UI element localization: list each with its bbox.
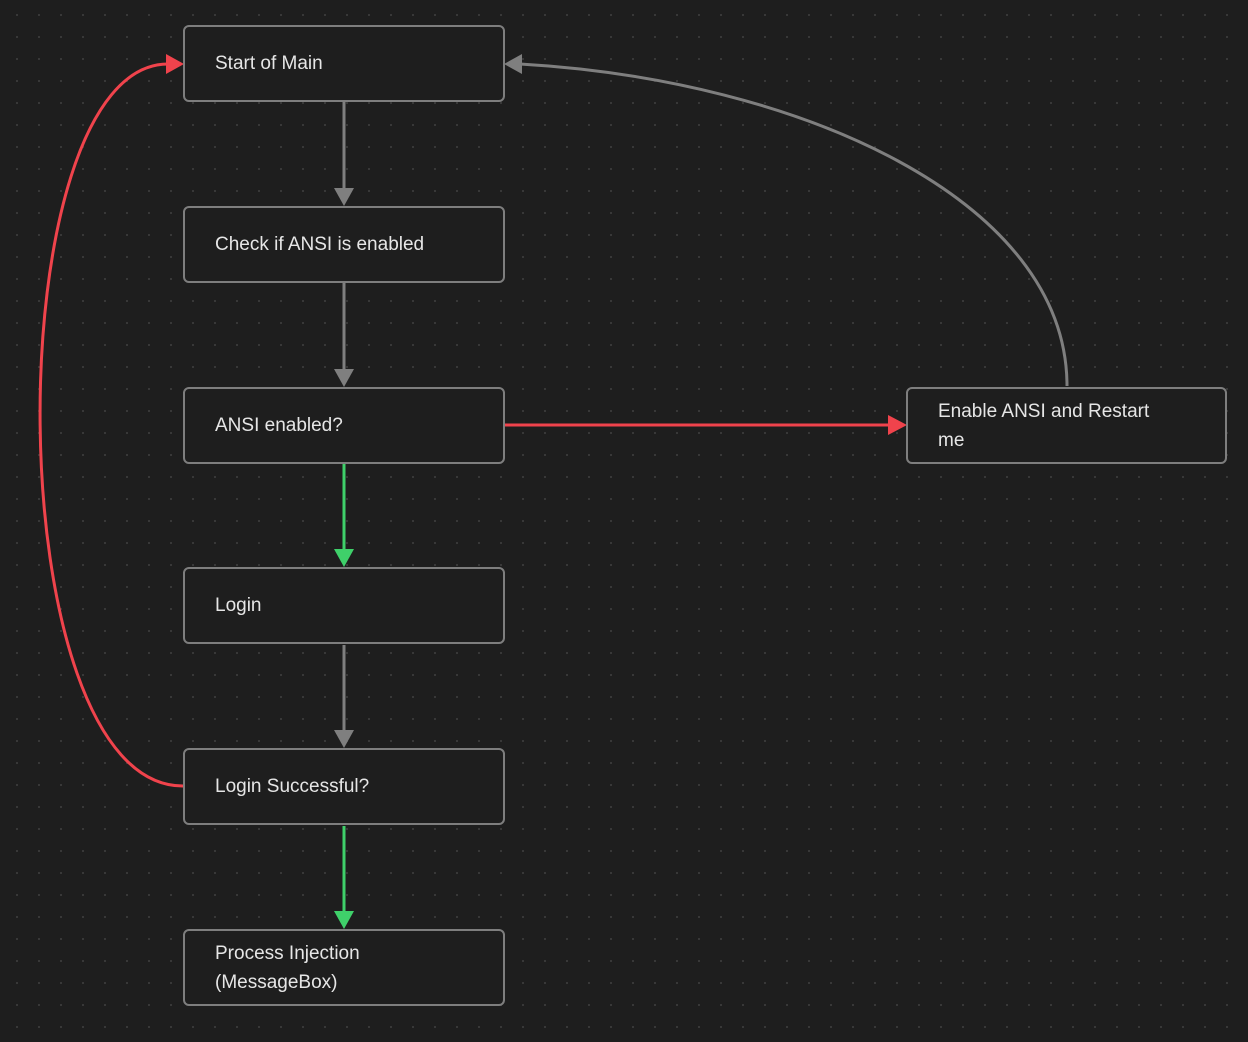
- arrowhead-inject: [334, 911, 354, 929]
- node-label: Check if ANSI is enabled: [215, 234, 425, 255]
- node-label: Enable ANSI and Restart me: [938, 400, 1150, 451]
- node-enable-ansi-restart[interactable]: Enable ANSI and Restart me: [906, 387, 1227, 464]
- arrowhead-ansi: [334, 369, 354, 387]
- node-label: Login: [215, 595, 262, 616]
- node-check-ansi[interactable]: Check if ANSI is enabled: [183, 206, 505, 283]
- node-label: Process Injection (MessageBox): [215, 942, 360, 993]
- node-login[interactable]: Login: [183, 567, 505, 644]
- arrowhead-enable: [888, 415, 907, 435]
- node-label: Start of Main: [215, 53, 323, 74]
- node-ansi-enabled-decision[interactable]: ANSI enabled?: [183, 387, 505, 464]
- node-label: ANSI enabled?: [215, 415, 343, 436]
- arrowhead-start-right: [504, 54, 522, 74]
- arrowhead-login: [334, 549, 354, 567]
- node-start-of-main[interactable]: Start of Main: [183, 25, 505, 102]
- edge-enable-to-start: [519, 62, 1069, 387]
- node-login-successful-decision[interactable]: Login Successful?: [183, 748, 505, 825]
- edge-success-to-start-no: [38, 62, 184, 788]
- arrowhead-success: [334, 730, 354, 748]
- arrowhead-start-left: [166, 54, 184, 74]
- node-process-injection[interactable]: Process Injection (MessageBox): [183, 929, 505, 1006]
- arrowhead-check: [334, 188, 354, 206]
- node-label: Login Successful?: [215, 776, 370, 797]
